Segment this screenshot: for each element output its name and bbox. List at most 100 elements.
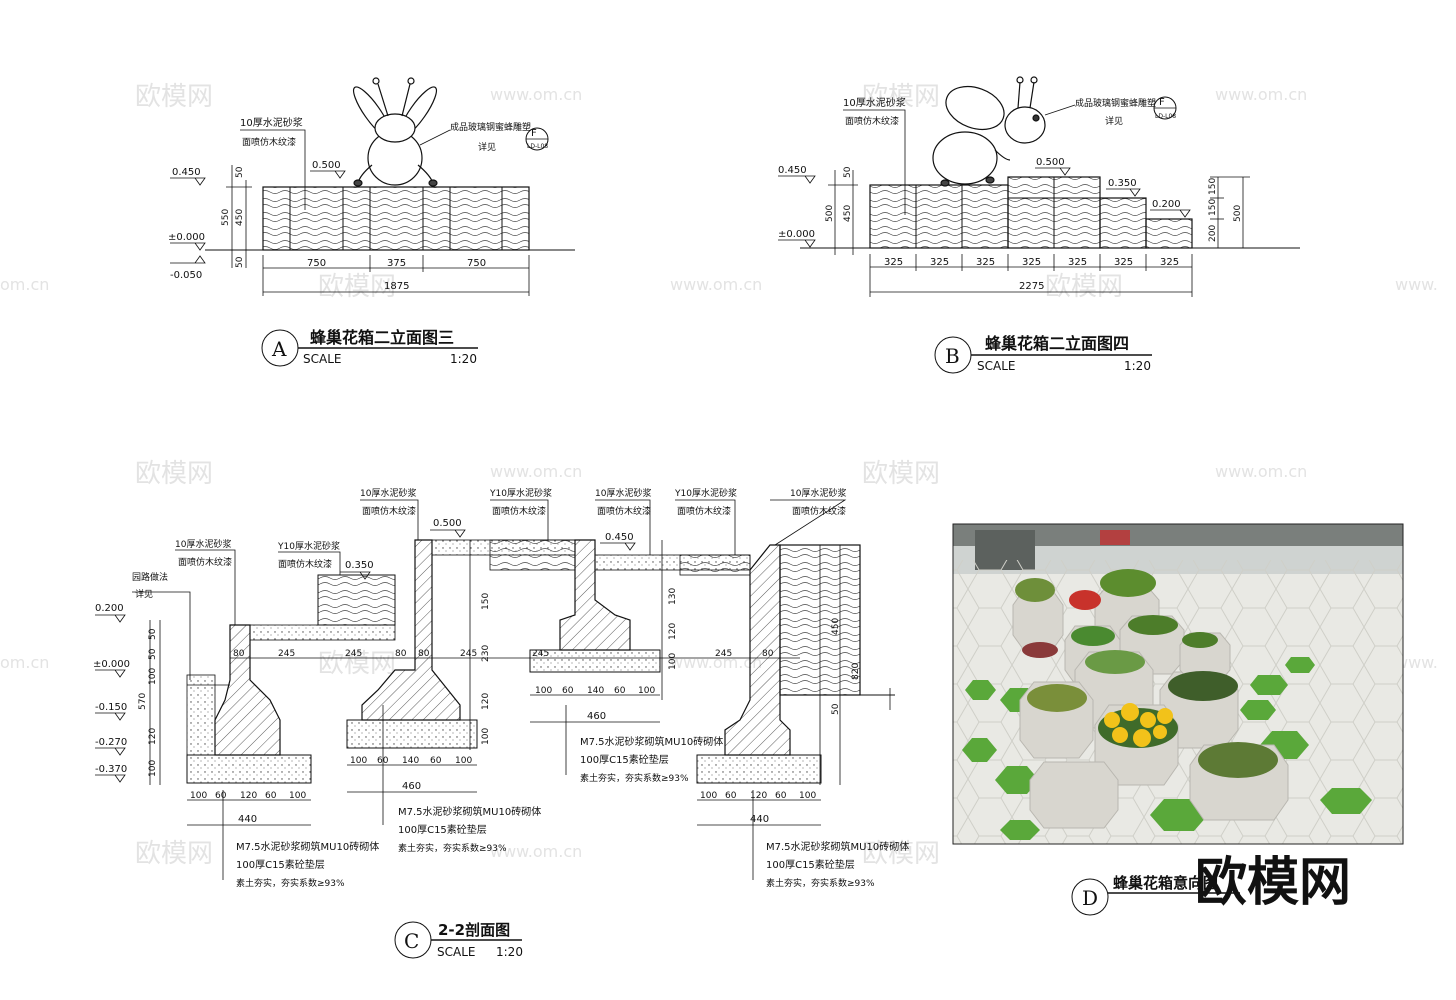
- label-wood: 面喷仿木纹漆: [362, 505, 416, 517]
- dim-c-foot-mid: 60: [430, 756, 442, 766]
- dim-c-v: 50: [148, 628, 158, 640]
- detail-ref-b: LD-L08: [1155, 113, 1176, 120]
- detail-letter-a: F: [531, 128, 537, 139]
- dim-b-total: 2275: [1019, 281, 1044, 292]
- drawing-b: [778, 76, 1300, 374]
- note-wood-b: 面喷仿木纹漆: [845, 115, 899, 127]
- label-y10: Y10厚水泥砂浆: [674, 487, 737, 499]
- scale-label-c: SCALE: [437, 945, 475, 959]
- dim-c-440: 440: [750, 814, 769, 825]
- dim-c-v: 120: [481, 693, 491, 710]
- drawing-title-c: 2-2剖面图: [438, 921, 510, 939]
- dim-b-150b: 150: [1208, 199, 1218, 216]
- dim-b-500r: 500: [1233, 205, 1243, 222]
- dim-c-foot: 60: [775, 791, 787, 801]
- watermark-url: www.om.cn: [490, 462, 582, 481]
- dim-b-325-2: 325: [930, 257, 949, 268]
- watermark-brand: 欧模网: [318, 272, 396, 302]
- dim-b-325-4: 325: [1022, 257, 1041, 268]
- drawing-letter-b: B: [945, 344, 960, 368]
- planter-elevation-b-mid: [1099, 197, 1147, 249]
- dim-c-foot: 60: [265, 791, 277, 801]
- label-wood: 面喷仿木纹漆: [792, 505, 846, 517]
- label-mortar: 10厚水泥砂浆: [595, 487, 651, 499]
- dim-c-foot-mid: 60: [377, 756, 389, 766]
- dim-c-460: 460: [402, 781, 421, 792]
- note-soil-2: 素土夯实，夯实系数≥93%: [398, 842, 507, 854]
- dim-c-v: 120: [148, 728, 158, 745]
- dim-c-245: 245: [278, 649, 295, 659]
- elev-500-b: 0.500: [1036, 157, 1065, 168]
- dim-b-325-6: 325: [1114, 257, 1133, 268]
- watermark-url: www.: [1395, 275, 1438, 294]
- dim-c-foot: 60: [725, 791, 737, 801]
- dim-c-v: 100: [148, 760, 158, 777]
- elev-c-370: -0.370: [95, 764, 127, 775]
- label-mortar: 10厚水泥砂浆: [790, 487, 846, 499]
- bee-sculpture-b: [932, 76, 1046, 187]
- drawing-c: [95, 499, 895, 959]
- dim-c-foot-mid: 60: [614, 686, 626, 696]
- drawing-a-text: 10厚水泥砂浆 面喷仿木纹漆 成品玻璃钢蜜蜂雕塑 详见 F LD-L08 0.4…: [168, 116, 548, 366]
- dim-c-245: 245: [715, 649, 732, 659]
- drawing-letter-a: A: [271, 337, 287, 361]
- drawing-b-text: 10厚水泥砂浆 面喷仿木纹漆 成品玻璃钢蜜蜂雕塑 详见 F LD-L08 0.4…: [778, 96, 1243, 373]
- brand-logo: 欧模网: [1195, 853, 1351, 913]
- scale-value-b: 1:20: [1124, 359, 1151, 373]
- dim-c-v: 820: [851, 663, 861, 680]
- dim-c-v: 130: [668, 588, 678, 605]
- planter-elevation-b-low: [869, 184, 1009, 249]
- dim-c-foot-mid: 140: [587, 686, 604, 696]
- watermark-brand: 欧模网: [1045, 272, 1123, 302]
- note-masonry-3: M7.5水泥砂浆砌筑MU10砖砌体: [580, 735, 723, 748]
- dim-c-245: 245: [345, 649, 362, 659]
- note-cushion-1: 100厚C15素砼垫层: [236, 858, 325, 871]
- drawing-title-a: 蜂巢花箱二立面图三: [310, 328, 454, 347]
- dim-b-325-3: 325: [976, 257, 995, 268]
- elev-200-b: 0.200: [1152, 199, 1181, 210]
- dim-c-v: 50: [831, 703, 841, 715]
- elev-mid-a: 0.500: [312, 160, 341, 171]
- elev-zero-b: ±0.000: [778, 229, 815, 240]
- drawing-letter-c: C: [404, 929, 419, 953]
- dim-a-375: 375: [387, 258, 406, 269]
- label-y10: Y10厚水泥砂浆: [489, 487, 552, 499]
- dim-a-750b: 750: [467, 258, 486, 269]
- label-see: 详见: [135, 588, 153, 600]
- watermark-brand: 欧模网: [862, 82, 940, 112]
- dim-c-foot: 100: [190, 791, 207, 801]
- label-mortar: 10厚水泥砂浆: [360, 487, 416, 499]
- dim-c-v: 150: [481, 593, 491, 610]
- detail-letter-b: F: [1159, 97, 1165, 108]
- watermark-brand: 欧模网: [318, 649, 396, 679]
- dim-c-foot-mid: 100: [535, 686, 552, 696]
- elev-c-200: 0.200: [95, 603, 124, 614]
- elev-350-b: 0.350: [1108, 178, 1137, 189]
- label-curb: 园路做法: [132, 571, 168, 583]
- dim-c-80: 80: [762, 649, 774, 659]
- drawing-c-text: 10厚水泥砂浆 面喷仿木纹漆 Y10厚水泥砂浆 面喷仿木纹漆 10厚水泥砂浆 面…: [93, 487, 909, 959]
- elev-top-b: 0.450: [778, 165, 807, 176]
- watermark-url: www.om.cn: [1215, 462, 1307, 481]
- watermark-brand: 欧模网: [135, 839, 213, 869]
- note-see-a: 详见: [478, 141, 496, 153]
- dim-b-50: 50: [843, 166, 853, 178]
- label-wood: 面喷仿木纹漆: [492, 505, 546, 517]
- drawing-title-d: 蜂巢花箱意向图: [1113, 874, 1218, 892]
- note-cushion-3: 100厚C15素砼垫层: [580, 753, 669, 766]
- dim-b-325-1: 325: [884, 257, 903, 268]
- elev-c-350: 0.350: [345, 560, 374, 571]
- dim-c-foot: 120: [750, 791, 767, 801]
- dim-a-450: 450: [235, 209, 245, 226]
- dim-c-245: 245: [532, 649, 549, 659]
- note-bee-b: 成品玻璃钢蜜蜂雕塑: [1075, 97, 1156, 109]
- note-masonry-2: M7.5水泥砂浆砌筑MU10砖砌体: [398, 805, 541, 818]
- dim-b-150: 150: [1208, 178, 1218, 195]
- dim-c-foot: 100: [799, 791, 816, 801]
- watermark-brand: 欧模网: [862, 839, 940, 869]
- watermark-brand: 欧模网: [135, 459, 213, 489]
- drawing-title-b: 蜂巢花箱二立面图四: [985, 334, 1129, 353]
- note-cushion-4: 100厚C15素砼垫层: [766, 858, 855, 871]
- note-masonry-4: M7.5水泥砂浆砌筑MU10砖砌体: [766, 840, 909, 853]
